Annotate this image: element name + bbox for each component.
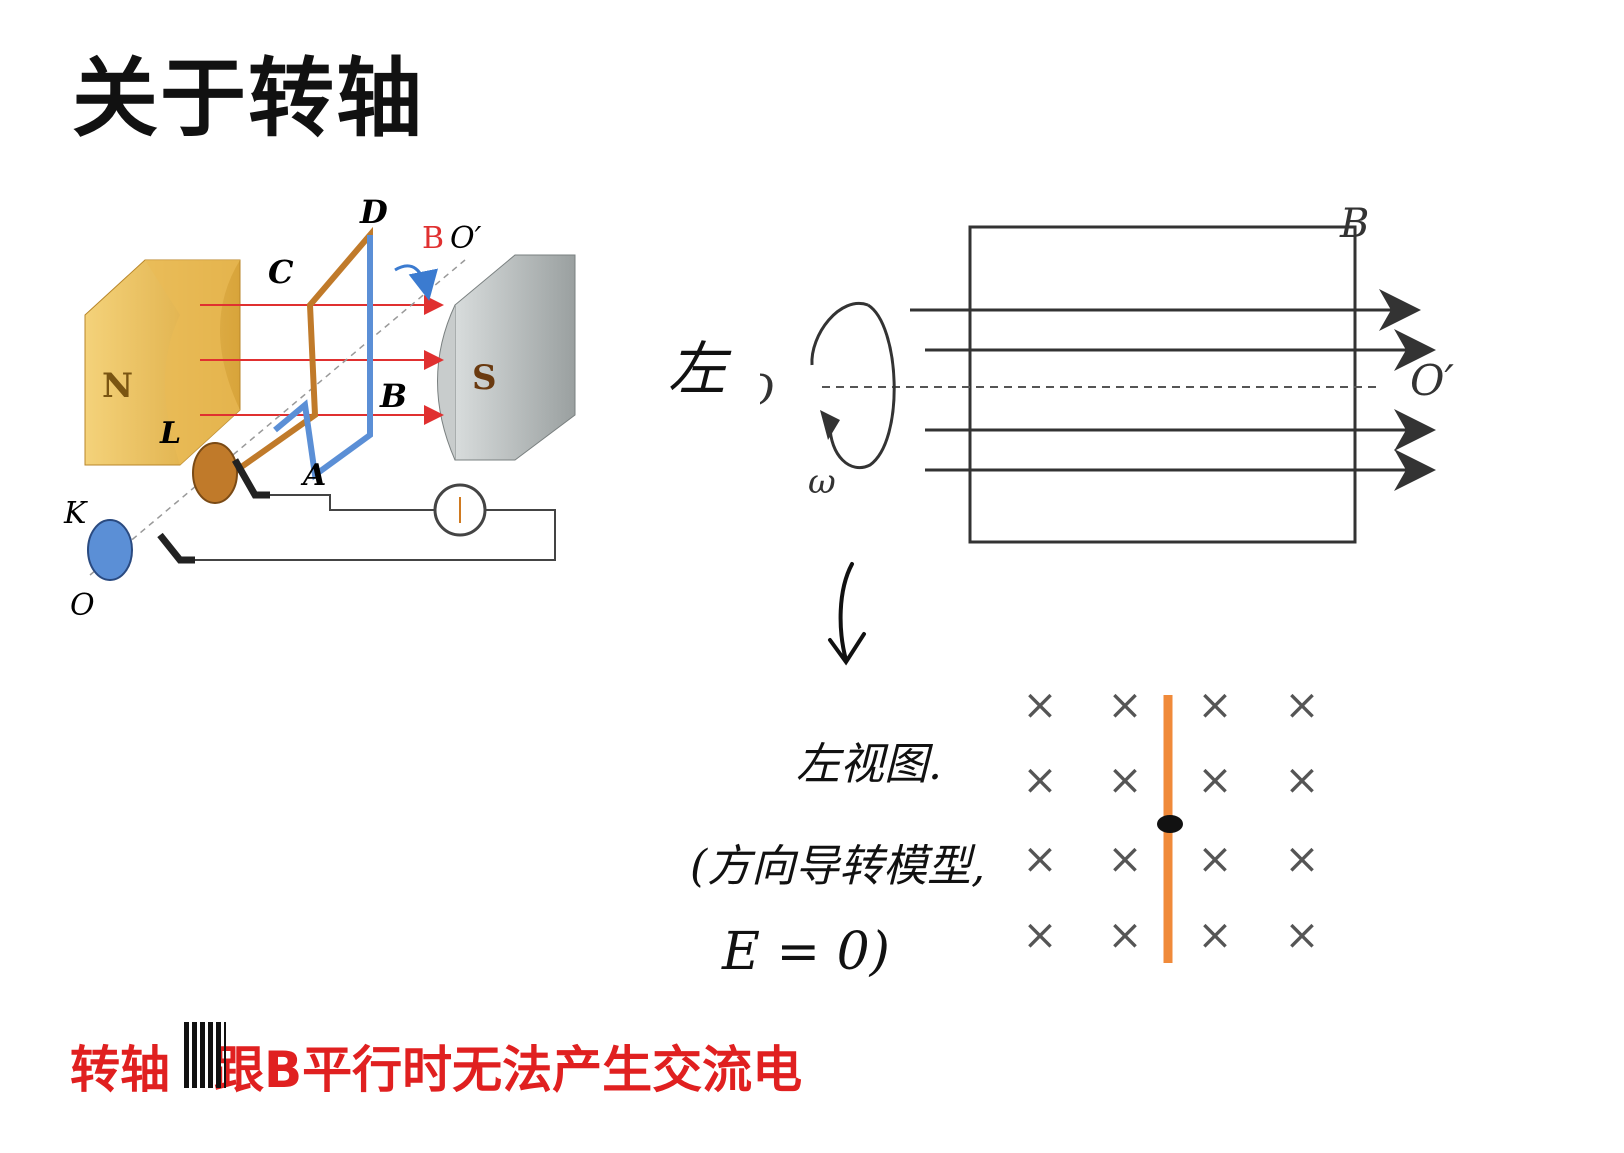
- field-cross: ×: [1022, 680, 1057, 729]
- label-b-point: B: [379, 377, 407, 415]
- handwritten-model: (方向导转模型,: [690, 841, 986, 892]
- side-label-o: O: [760, 366, 774, 415]
- magnetic-field-grid: × × × × × × × × × × × × × × × ×: [1022, 680, 1320, 963]
- n-magnet: [84, 259, 241, 466]
- generator-figure: N S D C B O′ B L A K O: [63, 193, 576, 623]
- field-cross: ×: [1284, 834, 1319, 883]
- field-cross: ×: [1284, 755, 1319, 804]
- field-cross: ×: [1107, 755, 1142, 804]
- s-magnet: [437, 254, 576, 461]
- rotation-curve: [810, 301, 869, 366]
- label-a: A: [300, 458, 326, 493]
- rotation-curve: [828, 303, 896, 469]
- coil-back: [273, 235, 373, 481]
- rotation-arrowhead: [820, 410, 840, 440]
- rotation-axis: [89, 259, 466, 576]
- slip-ring-k: [87, 519, 133, 581]
- label-b-field: B: [422, 221, 444, 256]
- label-k: K: [63, 496, 88, 531]
- brush: [157, 532, 195, 564]
- coil-rectangle: [968, 225, 1357, 544]
- field-cross: ×: [1022, 834, 1057, 883]
- n-label: N: [102, 366, 133, 406]
- handwritten-down-arrow: [828, 562, 866, 666]
- conclusion-text: 转轴跟B平行时无法产生交流电: [70, 1030, 802, 1102]
- rotation-arrow: [394, 264, 438, 301]
- circuit-wire: [195, 509, 556, 561]
- conclusion-part-2: 跟B平行时无法产生交流电: [214, 1041, 803, 1099]
- side-label-omega: ω: [808, 462, 836, 502]
- field-cross: ×: [1197, 834, 1232, 883]
- label-d: D: [359, 193, 388, 231]
- side-label-o-prime: O′: [1410, 356, 1454, 405]
- field-cross: ×: [1107, 910, 1142, 959]
- side-view-figure: B O O′ ω: [760, 201, 1454, 544]
- conclusion-part-1: 转轴: [70, 1041, 170, 1099]
- label-o-prime: O′: [450, 221, 482, 256]
- label-o: O: [70, 588, 95, 623]
- ink-scribble: [184, 1022, 226, 1088]
- slip-ring-l: [192, 442, 238, 504]
- label-l: L: [159, 416, 181, 451]
- side-label-b: B: [1339, 201, 1369, 247]
- field-cross: ×: [1284, 910, 1319, 959]
- handwritten-left: 左: [668, 335, 727, 403]
- s-label: S: [472, 358, 497, 398]
- field-cross: ×: [1197, 755, 1232, 804]
- handwritten-left-view: 左视图.: [796, 739, 942, 790]
- label-c: C: [268, 253, 294, 291]
- field-cross: ×: [1022, 755, 1057, 804]
- field-cross: ×: [1022, 910, 1057, 959]
- field-cross: ×: [1197, 680, 1232, 729]
- axis-dot: [1157, 815, 1183, 833]
- field-cross: ×: [1107, 680, 1142, 729]
- page-title: 关于转轴: [72, 49, 424, 149]
- handwritten-emf: E = 0): [722, 922, 890, 982]
- field-cross: ×: [1107, 834, 1142, 883]
- brush: [231, 458, 270, 499]
- field-cross: ×: [1284, 680, 1319, 729]
- field-cross: ×: [1197, 910, 1232, 959]
- circuit-wire: [270, 494, 435, 511]
